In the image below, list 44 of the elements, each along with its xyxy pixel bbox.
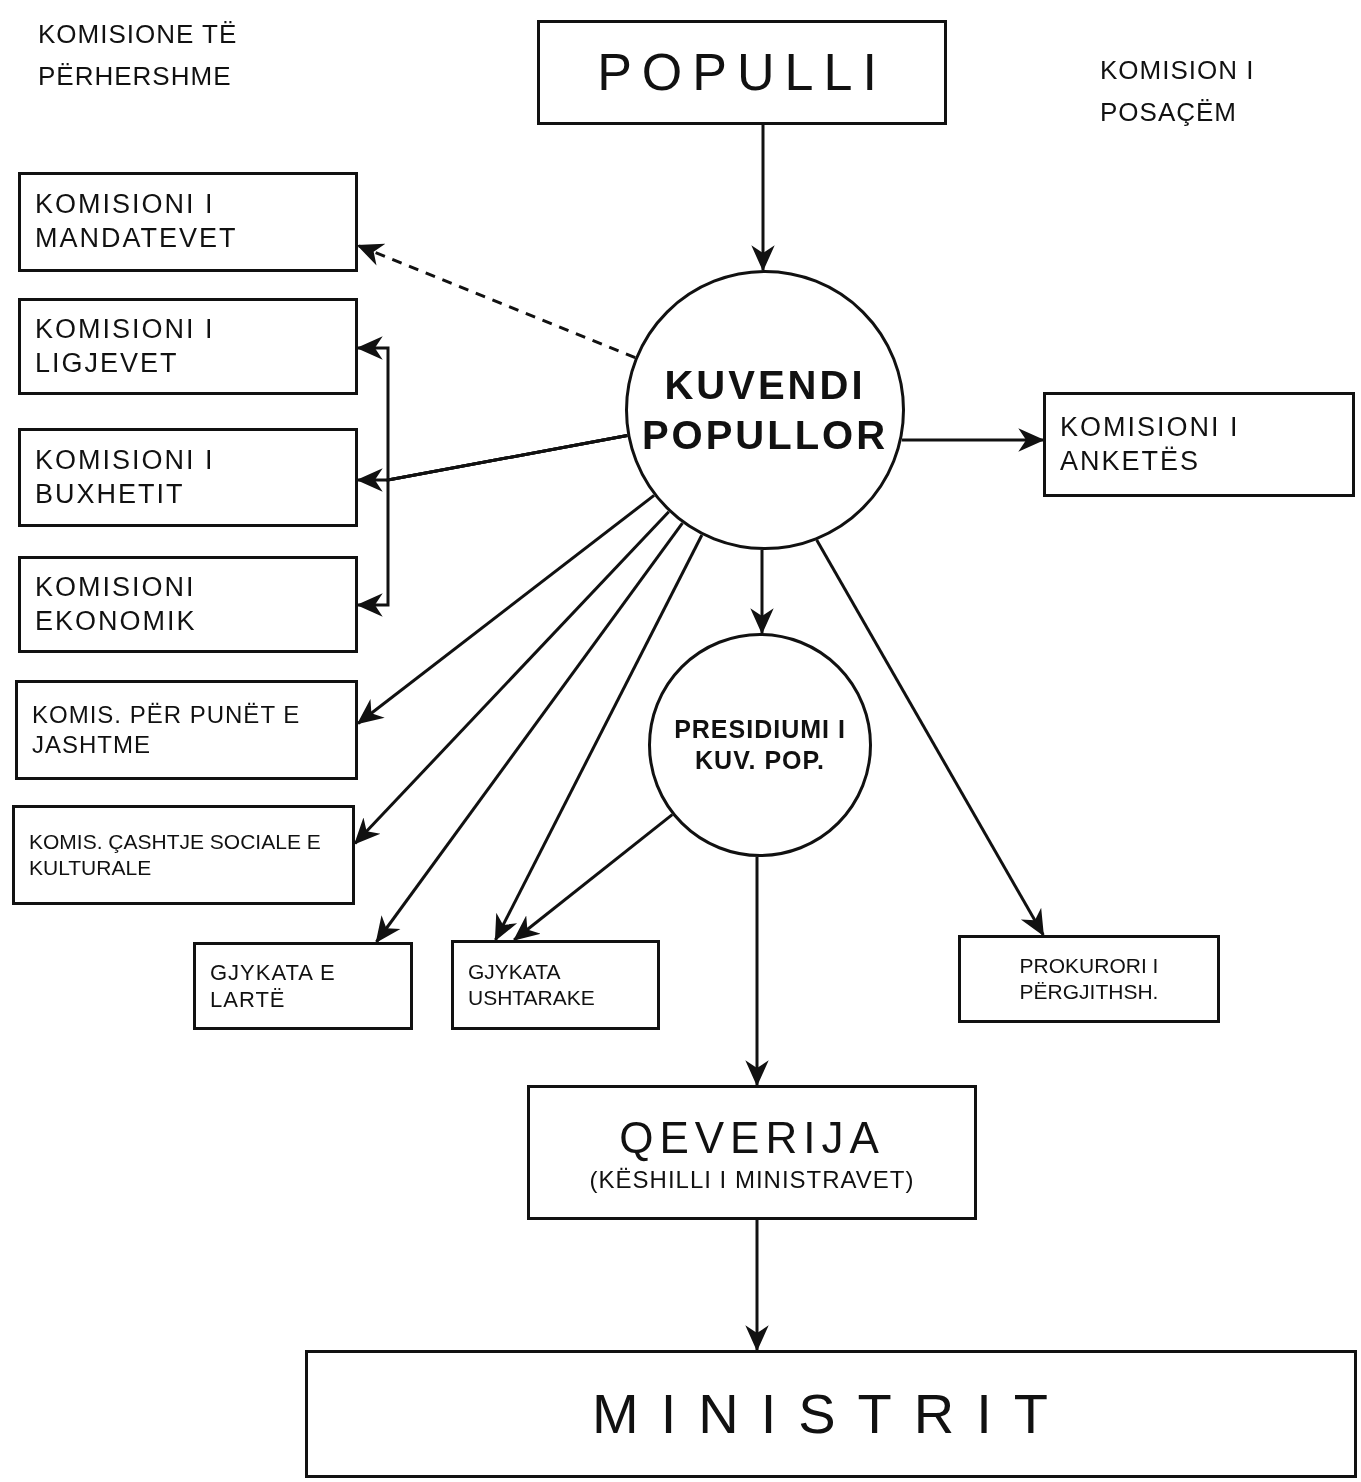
arrow [901,428,1045,452]
arrow [751,125,775,272]
box-node [451,940,660,1030]
node-label: KOMISIONI I BUXHETIT [35,443,216,511]
arrow [494,534,704,942]
node-label: KOMIS. ÇASHTJE SOCIALE E KULTURALE [29,828,322,881]
box-node [18,298,358,395]
box-node [18,556,358,653]
arrow [353,510,670,845]
arrow [745,856,769,1087]
arrow [356,494,655,725]
node-label: KOMISIONI I ANKETËS [1060,410,1241,478]
arrow [356,434,628,617]
node-label: GJYKATA E LARTË [210,958,337,1014]
box-node [18,172,358,272]
box-node [527,1085,977,1220]
node-label: PRESIDIUMI I KUV. POP. [673,713,847,776]
arrow [513,813,674,942]
node-label: KOMISIONI I LIGJEVET [35,312,216,380]
node-subtitle: (KËSHILLI I MINISTRAVET) [589,1165,915,1195]
arrow [745,1220,769,1352]
arrow [375,522,684,944]
heading-note: KOMISION I POSAÇËM [1100,54,1256,129]
node-label: KOMIS. PËR PUNËT E JASHTME [32,700,302,760]
box-node [1043,392,1355,497]
arrow [750,549,774,635]
node-label: POPULLI [597,42,887,103]
box-node [18,428,358,527]
arrow [356,243,636,359]
node-label: GJYKATA USHTARAKE [468,958,596,1011]
box-node [193,942,413,1030]
node-label: KUVENDI POPULLOR [640,362,890,459]
node-label: KOMISIONI EKONOMIK [35,570,198,638]
node-label: MINISTRIT [592,1381,1070,1447]
node-label: PROKURORI I PËRGJITHSH. [1018,952,1160,1005]
box-node [12,805,355,905]
box-node [537,20,947,125]
box-node [305,1350,1357,1478]
arrow [815,539,1045,937]
box-node [958,935,1220,1023]
node-label: QEVERIJA [619,1112,885,1164]
heading-note: KOMISIONE TË PËRHERSHME [38,18,239,93]
box-node [15,680,358,780]
node-label: KOMISIONI I MANDATEVET [35,188,239,255]
